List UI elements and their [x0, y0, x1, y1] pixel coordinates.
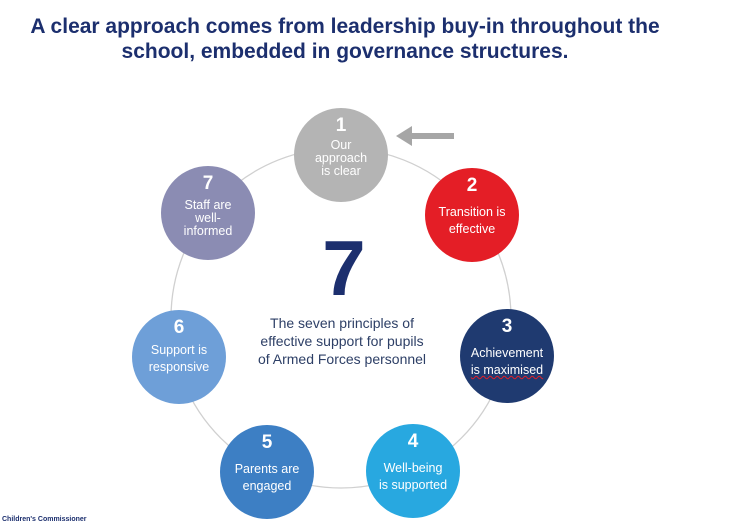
principle-6-label-line-2: responsive	[148, 360, 210, 374]
principle-1-label: Our approach is clear	[312, 139, 370, 178]
principle-3-circle: 3 Achievement is maximised	[460, 309, 554, 403]
principle-1-label-line-3: is clear	[321, 164, 361, 178]
principle-6-label: Support is responsive	[139, 344, 219, 374]
footer-credit: Children's Commissioner	[2, 516, 87, 523]
center-caption: The seven principles of effective suppor…	[236, 314, 448, 368]
principle-7-label-line-1: Staff are	[184, 198, 232, 212]
principle-6-label-line-1: Support is	[150, 343, 208, 357]
principle-2-number: 2	[466, 175, 478, 196]
center-caption-line-2: effective support for pupils	[260, 333, 424, 349]
principle-7-label-line-3: informed	[183, 224, 233, 238]
principle-3-label-line-2: is maximised	[470, 363, 544, 377]
principle-4-label-line-1: Well-being	[383, 461, 443, 475]
principle-5-circle: 5 Parents are engaged	[220, 425, 314, 519]
slide-title-line-2: school, embedded in governance structure…	[121, 40, 569, 63]
principle-1-circle: 1 Our approach is clear	[294, 108, 388, 202]
principle-4-circle: 4 Well-being is supported	[366, 424, 460, 518]
principle-4-label-line-2: is supported	[378, 478, 448, 492]
principle-4-number: 4	[407, 431, 419, 452]
principle-6-number: 6	[173, 317, 185, 338]
principle-3-number: 3	[501, 316, 513, 337]
principle-2-label-line-2: effective	[448, 222, 496, 236]
principle-7-circle: 7 Staff are well- informed	[161, 166, 255, 260]
principle-2-label-line-1: Transition is	[438, 205, 506, 219]
slide-title: A clear approach comes from leadership b…	[0, 14, 690, 64]
principle-7-label: Staff are well- informed	[177, 199, 239, 238]
principle-3-label-line-1: Achievement	[470, 346, 544, 360]
principle-1-number: 1	[335, 115, 347, 136]
principle-5-label-line-2: engaged	[242, 479, 292, 493]
principle-2-label: Transition is effective	[432, 206, 512, 236]
center-caption-line-3: of Armed Forces personnel	[257, 351, 427, 367]
center-big-number: 7	[322, 224, 366, 312]
principle-1-label-line-1: Our	[330, 138, 352, 152]
principle-7-label-line-2: well-	[195, 211, 221, 225]
left-arrow-icon	[396, 126, 454, 146]
principle-1-label-line-2: approach	[314, 151, 368, 165]
principle-7-number: 7	[202, 173, 214, 194]
principle-5-label-line-1: Parents are	[234, 462, 300, 476]
center-caption-line-1: The seven principles of	[270, 315, 414, 331]
principle-4-label: Well-being is supported	[373, 462, 453, 492]
principle-2-circle: 2 Transition is effective	[425, 168, 519, 262]
principle-5-label: Parents are engaged	[227, 463, 307, 493]
principle-3-label: Achievement is maximised	[467, 347, 547, 377]
principle-6-circle: 6 Support is responsive	[132, 310, 226, 404]
principle-5-number: 5	[261, 432, 273, 453]
slide-title-line-1: A clear approach comes from leadership b…	[30, 15, 660, 38]
